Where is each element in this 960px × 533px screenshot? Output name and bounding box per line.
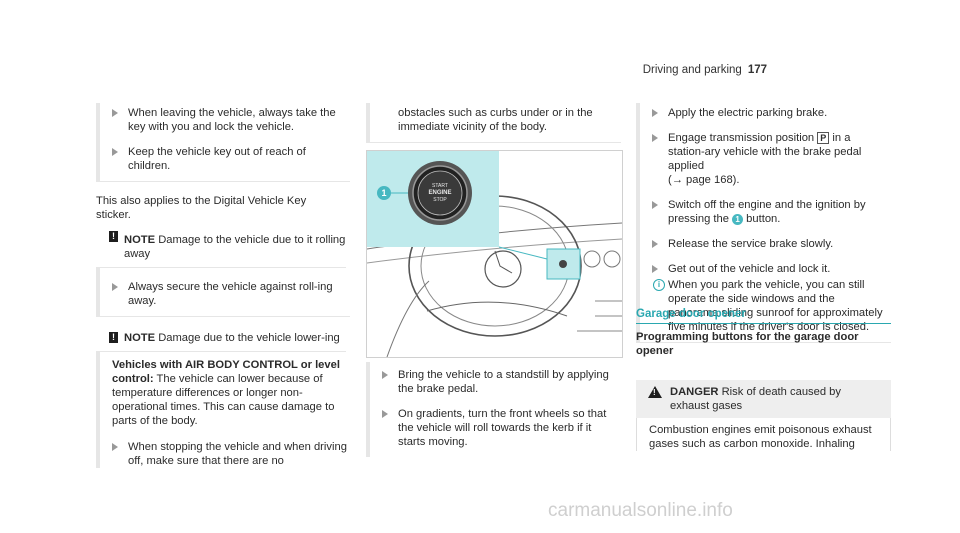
page-ref-link[interactable]: (→ page 168). bbox=[668, 174, 740, 186]
bullet-leaving-vehicle: When leaving the vehicle, always take th… bbox=[100, 106, 350, 134]
bullet-text: button. bbox=[746, 213, 781, 225]
warning-icon bbox=[648, 386, 662, 398]
bullet-text: Engage transmission position bbox=[668, 132, 815, 144]
bullet-text: When leaving the vehicle, always take th… bbox=[128, 107, 336, 133]
danger-text: Risk of death caused by exhaust gases bbox=[670, 386, 841, 412]
bullet-release-brake: Release the service brake slowly. bbox=[640, 237, 887, 251]
danger-body-text: Combustion engines emit poisonous exhaus… bbox=[649, 424, 872, 450]
note-text: Damage due to the vehicle lower-ing bbox=[158, 332, 340, 344]
bullet-get-out: Get out of the vehicle and lock it. bbox=[640, 262, 887, 276]
bullet-text: On gradients, turn the front wheels so t… bbox=[398, 408, 607, 448]
bullet-gradients: On gradients, turn the front wheels so t… bbox=[370, 407, 621, 449]
bullet-text: Apply the electric parking brake. bbox=[668, 107, 828, 119]
bullet-arrow-icon bbox=[652, 201, 658, 209]
bullet-text: Release the service brake slowly. bbox=[668, 238, 834, 250]
middle-bullets-box: Bring the vehicle to a standstill by app… bbox=[366, 362, 621, 457]
note-text: Damage to the vehicle due to it rolling … bbox=[124, 234, 346, 260]
bullet-arrow-icon bbox=[112, 109, 118, 117]
start-stop-button-label: START ENGINE STOP bbox=[420, 183, 460, 204]
page-header: Driving and parking 177 bbox=[643, 63, 767, 77]
bullet-arrow-icon bbox=[112, 148, 118, 156]
bullet-text: Get out of the vehicle and lock it. bbox=[668, 263, 831, 275]
callout-marker: 1 bbox=[377, 186, 391, 200]
bullet-arrow-icon bbox=[652, 240, 658, 248]
danger-block: DANGER Risk of death caused by exhaust g… bbox=[636, 380, 891, 451]
digital-key-paragraph: This also applies to the Digital Vehicle… bbox=[96, 195, 307, 221]
airbody-heading: Vehicles with AIR BODY CONTROL or level … bbox=[112, 359, 340, 385]
info-text: When you park the vehicle, you can still… bbox=[668, 279, 883, 333]
note-icon: ! bbox=[109, 332, 118, 343]
dashboard-drawing bbox=[367, 151, 622, 357]
danger-header: DANGER Risk of death caused by exhaust g… bbox=[636, 380, 891, 418]
bullet-text: in a station-ary vehicle with the brake … bbox=[668, 132, 862, 172]
note-lowering: ! NOTE Damage due to the vehicle lower-i… bbox=[96, 317, 346, 352]
note-heading: NOTE bbox=[124, 332, 156, 344]
park-gear-icon: P bbox=[817, 132, 830, 144]
section-name: Driving and parking bbox=[642, 64, 742, 76]
section-title-text: Garage door opener bbox=[636, 308, 746, 320]
bullet-text: When stopping the vehicle and when drivi… bbox=[128, 441, 347, 467]
callout-ref-icon: 1 bbox=[732, 214, 744, 225]
bullet-arrow-icon bbox=[112, 283, 118, 291]
bullet-arrow-icon bbox=[652, 109, 658, 117]
danger-heading: DANGER bbox=[670, 386, 719, 398]
middle-continued-box: obstacles such as curbs under or in the … bbox=[366, 103, 621, 143]
bullet-engage-park: Engage transmission position P in a stat… bbox=[640, 131, 887, 187]
bullet-arrow-icon bbox=[382, 410, 388, 418]
bullet-standstill: Bring the vehicle to a standstill by app… bbox=[370, 368, 621, 396]
danger-body: Combustion engines emit poisonous exhaus… bbox=[636, 418, 891, 451]
section-title: Garage door opener bbox=[636, 307, 891, 324]
airbody-text: The vehicle can lower because of tempera… bbox=[112, 373, 335, 427]
button-line: ENGINE bbox=[428, 190, 452, 196]
bullet-stopping: When stopping the vehicle and when drivi… bbox=[100, 440, 350, 468]
continued-text: obstacles such as curbs under or in the … bbox=[398, 107, 593, 133]
page-number: 177 bbox=[747, 64, 767, 76]
airbody-box: Vehicles with AIR BODY CONTROL or level … bbox=[96, 352, 356, 468]
left-column: When leaving the vehicle, always take th… bbox=[96, 103, 350, 468]
bullet-text: Keep the vehicle key out of reach of chi… bbox=[128, 146, 306, 172]
bullet-text: Always secure the vehicle against roll-i… bbox=[128, 281, 333, 307]
bullet-box-top: When leaving the vehicle, always take th… bbox=[96, 103, 350, 182]
bullet-text: Switch off the engine and the ignition b… bbox=[668, 199, 866, 225]
bullet-arrow-icon bbox=[652, 134, 658, 142]
note-bullet-box: Always secure the vehicle against roll-i… bbox=[96, 268, 350, 317]
button-line: STOP bbox=[433, 197, 447, 203]
dashboard-illustration: 1 START ENGINE STOP bbox=[366, 150, 623, 358]
bullet-arrow-icon bbox=[382, 371, 388, 379]
info-note: i When you park the vehicle, you can sti… bbox=[640, 278, 887, 334]
sub-heading: Programming buttons for the garage door … bbox=[636, 331, 859, 357]
info-icon: i bbox=[653, 279, 665, 291]
bullet-arrow-icon bbox=[112, 443, 118, 451]
note-icon: ! bbox=[109, 231, 118, 242]
right-steps-box: Apply the electric parking brake. Engage… bbox=[636, 103, 891, 343]
bullet-arrow-icon bbox=[652, 265, 658, 273]
bullet-keep-key: Keep the vehicle key out of reach of chi… bbox=[100, 145, 350, 173]
bullet-switch-off: Switch off the engine and the ignition b… bbox=[640, 198, 887, 226]
bullet-secure-vehicle: Always secure the vehicle against roll-i… bbox=[100, 280, 350, 308]
bullet-text: Bring the vehicle to a standstill by app… bbox=[398, 369, 609, 395]
note-rolling-away: ! NOTE Damage to the vehicle due to it r… bbox=[96, 230, 346, 268]
note-heading: NOTE bbox=[124, 234, 156, 246]
bullet-apply-brake: Apply the electric parking brake. bbox=[640, 106, 887, 120]
button-line: START bbox=[432, 183, 448, 189]
footer-watermark: carmanualsonline.info bbox=[548, 500, 733, 521]
